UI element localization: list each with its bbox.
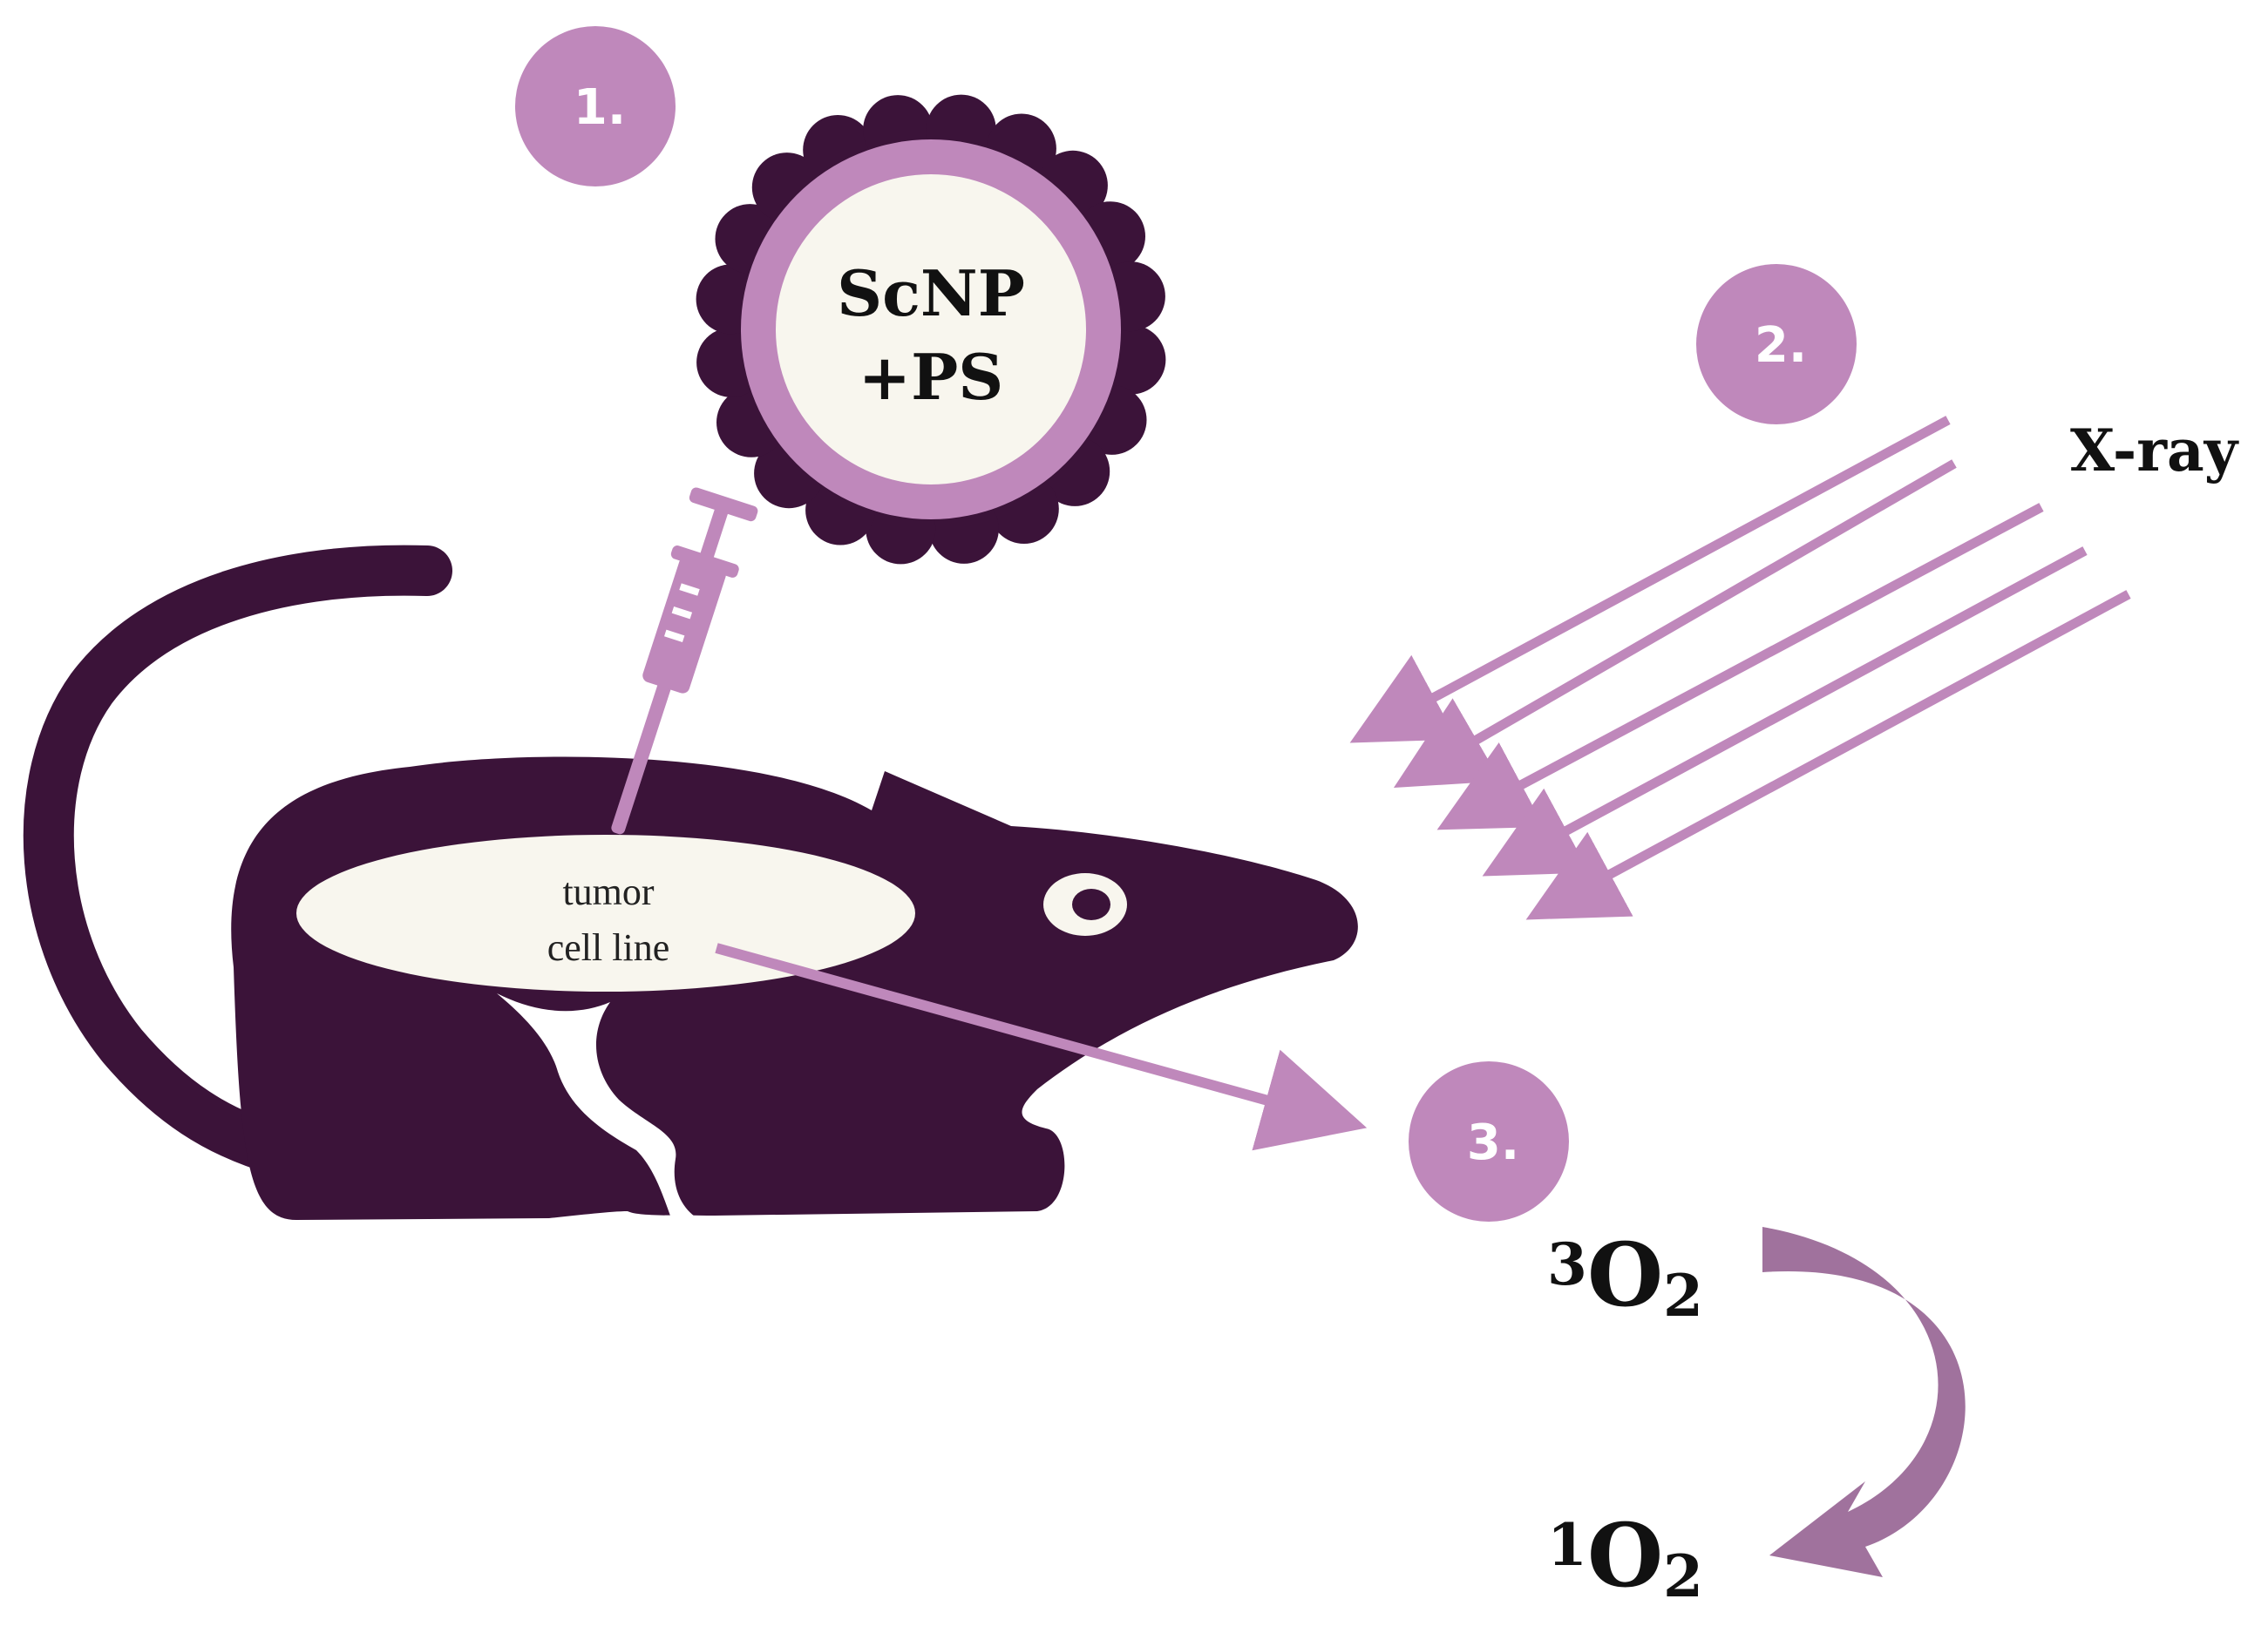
- step-badge-3-label: 3.: [1467, 1114, 1519, 1171]
- nanoparticle-label-line2: +PS: [859, 340, 1003, 414]
- triplet-oxygen-prefix: 3: [1547, 1230, 1587, 1298]
- singlet-oxygen-main: O: [1587, 1504, 1663, 1607]
- step-badge-3: 3.: [1409, 1061, 1569, 1222]
- mouse-body: [231, 756, 1358, 1220]
- tumor-to-step3-arrow: [715, 943, 1368, 1151]
- svg-text:1O2: 1O2: [1547, 1504, 1703, 1610]
- xray-arrow-5: [1525, 590, 2131, 920]
- mouse-tail: [23, 545, 452, 1175]
- mouse-icon: [23, 545, 1358, 1220]
- triplet-oxygen: 3O2: [1547, 1223, 1703, 1330]
- conversion-curved-arrow: [1762, 1227, 1966, 1577]
- singlet-oxygen-prefix: 1: [1547, 1511, 1587, 1579]
- nanoparticle-core: [776, 174, 1086, 484]
- nanoparticle-label-line1: ScNP: [837, 256, 1025, 330]
- step-badge-1: 1.: [515, 26, 676, 186]
- triplet-oxygen-subscript: 2: [1663, 1262, 1703, 1330]
- tumor-label-line1: tumor: [562, 871, 654, 913]
- xray-arrow-3: [1436, 503, 2044, 830]
- syringe-icon: [611, 487, 758, 835]
- tumor-region: [296, 835, 915, 992]
- triplet-oxygen-main: O: [1587, 1223, 1663, 1326]
- nanoparticle-icon: [696, 94, 1166, 565]
- step-badge-2-label: 2.: [1755, 317, 1807, 374]
- step-badge-2: 2.: [1696, 264, 1857, 424]
- tumor-label-line2: cell line: [547, 926, 670, 969]
- svg-text:3O2: 3O2: [1547, 1223, 1703, 1330]
- step-badge-1-label: 1.: [574, 79, 626, 136]
- xray-label: X-ray: [2070, 417, 2239, 484]
- mouse-pupil: [1072, 889, 1110, 920]
- mouse-leg-gap: [497, 993, 697, 1218]
- singlet-oxygen-subscript: 2: [1663, 1542, 1703, 1610]
- xray-arrow-2: [1393, 459, 1957, 789]
- singlet-oxygen: 1O2: [1547, 1504, 1703, 1610]
- xray-arrow-4: [1482, 546, 2088, 877]
- xray-arrow-1: [1349, 416, 1951, 743]
- xray-beam: [1349, 416, 2131, 920]
